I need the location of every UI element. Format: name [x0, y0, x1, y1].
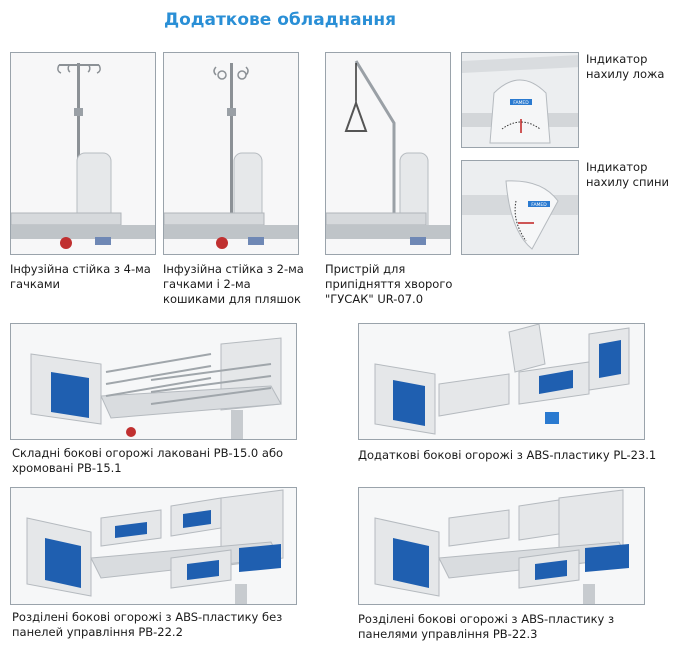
folding-side-rails-image — [10, 323, 297, 440]
caption-folding-side-rails: Складні бокові огорожі лаковані PB-15.0 … — [12, 446, 284, 475]
additional-abs-rails-image — [358, 323, 645, 440]
caption-iv-stand-2-hooks-baskets: Інфузійна стійка з 2-ма гачками і 2-ма к… — [163, 262, 304, 306]
brand-label: FAMED — [513, 100, 529, 106]
caption-split-rails-with-panels: Розділені бокові огорожі з ABS-пластику … — [358, 612, 615, 641]
caption-split-rails-no-panels: Розділені бокові огорожі з ABS-пластику … — [12, 610, 283, 639]
bed-tilt-indicator-image: FAMED — [461, 52, 579, 148]
brand-label: FAMED — [531, 202, 547, 208]
caption-additional-abs-rails: Додаткові бокові огорожі з ABS-пластику … — [358, 448, 657, 462]
back-tilt-indicator-image: FAMED — [461, 160, 579, 255]
caption-iv-stand-4-hooks: Інфузійна стійка з 4-ма гачками — [10, 262, 151, 291]
patient-lifter-image — [325, 52, 451, 255]
iv-stand-2-hooks-baskets-image — [163, 52, 299, 255]
caption-bed-tilt-indicator: Індикатор нахилу ложа — [586, 52, 665, 81]
caption-back-tilt-indicator: Індикатор нахилу спини — [586, 160, 669, 189]
split-rails-with-panels-image — [358, 487, 645, 605]
split-rails-no-panels-image — [10, 487, 297, 605]
iv-stand-4-hooks-image — [10, 52, 156, 255]
caption-patient-lifter: Пристрій для припідняття хворого "ГУСАК"… — [325, 262, 453, 306]
page-title: Додаткове обладнання — [163, 10, 397, 30]
